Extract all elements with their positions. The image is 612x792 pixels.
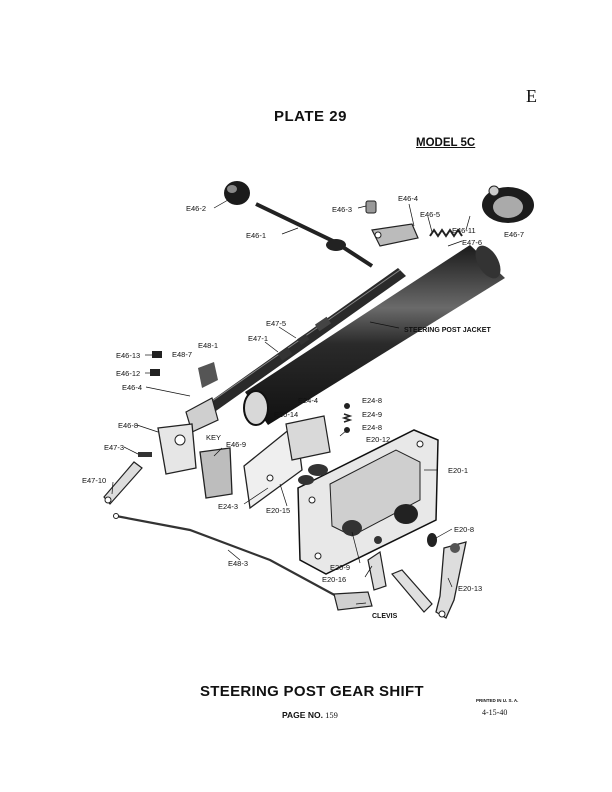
upper-cup-part <box>482 185 534 223</box>
steering-post-jacket-part <box>243 245 505 426</box>
callout-e20-14: E20-14 <box>274 410 298 419</box>
callout-e48-7: E48-7 <box>172 350 192 359</box>
shift-clamp-part <box>185 362 219 433</box>
page-title: STEERING POST GEAR SHIFT <box>200 683 424 700</box>
callout-e46-3: E46-3 <box>332 205 352 214</box>
page-number-label: PAGE NO. <box>282 710 323 720</box>
page-number: 159 <box>325 710 338 720</box>
callout-e46-8: E46-8 <box>118 421 138 430</box>
callout-e46-4-top: E46-4 <box>398 194 418 203</box>
shift-lever-rod-part <box>255 202 374 268</box>
clevis-link-part <box>391 569 433 613</box>
callout-e24-3: E24-3 <box>218 502 238 511</box>
shift-knob-part <box>224 181 250 205</box>
small-nuts-parts <box>150 351 162 376</box>
coupling-half-part <box>199 447 233 499</box>
callout-e24-9: E24-9 <box>362 410 382 419</box>
coupling-part <box>157 423 197 475</box>
callout-e20-9: E20-9 <box>330 563 350 572</box>
callout-steering-post-jacket: STEERING POST JACKET <box>404 327 491 334</box>
tube-bushing-parts <box>277 316 332 361</box>
callout-e47-1: E47-1 <box>248 334 268 343</box>
e20-16-arm-part <box>367 536 387 591</box>
housing-bushing-part <box>342 504 418 536</box>
callout-e20-15: E20-15 <box>266 506 290 515</box>
e47-3-pin-part <box>138 452 152 457</box>
callout-e46-13: E46-13 <box>116 351 140 360</box>
callout-e46-7: E46-7 <box>504 230 524 239</box>
callout-e24-4: E24-4 <box>298 396 318 405</box>
callout-e46-4-left: E46-4 <box>122 383 142 392</box>
callout-e24-8-top: E24-8 <box>362 396 382 405</box>
e46-3-pin-part <box>365 200 377 214</box>
callout-e24-8-bottom: E24-8 <box>362 423 382 432</box>
callout-e47-6: E47-6 <box>462 238 482 247</box>
page-number-line: PAGE NO. 159 <box>282 710 338 720</box>
callout-e46-12: E46-12 <box>116 369 140 378</box>
e20-8-washer-part <box>427 533 437 547</box>
callout-clevis: CLEVIS <box>372 613 398 620</box>
callout-e46-1: E46-1 <box>246 231 266 240</box>
clevis-part <box>333 591 373 611</box>
callout-e47-10: E47-10 <box>82 476 106 485</box>
rear-plate-part <box>243 422 303 510</box>
model-label: MODEL 5C <box>416 137 476 149</box>
callout-e20-8: E20-8 <box>454 525 474 534</box>
callout-e46-9: E46-9 <box>226 440 246 449</box>
control-rod-part <box>113 513 341 599</box>
callout-key: KEY <box>206 433 221 442</box>
e20-13-lever-part <box>435 541 467 619</box>
callout-e46-2: E46-2 <box>186 204 206 213</box>
upper-bracket-part <box>371 223 419 247</box>
callout-e48-3: E48-3 <box>228 559 248 568</box>
print-date: 4-15-40 <box>482 708 508 717</box>
leader-lines <box>111 199 471 605</box>
callout-e20-12: E20-12 <box>366 435 390 444</box>
section-letter: E <box>526 86 537 106</box>
shift-fork-part <box>285 415 331 485</box>
plate-title: PLATE 29 <box>274 108 347 125</box>
callout-e46-11: E46-11 <box>452 226 476 235</box>
callout-e20-1: E20-1 <box>448 466 468 475</box>
spring-part <box>429 228 463 238</box>
shifter-housing-part <box>297 429 439 575</box>
callout-e20-16: E20-16 <box>322 575 346 584</box>
callout-e20-13: E20-13 <box>458 584 482 593</box>
lever-link-e47-10-part <box>103 461 143 505</box>
callout-e48-1: E48-1 <box>198 341 218 350</box>
spring-stack-parts <box>341 403 353 433</box>
printed-in-usa-note: PRINTED IN U. S. A. <box>476 698 519 703</box>
callout-e47-5: E47-5 <box>266 319 286 328</box>
callout-e46-5: E46-5 <box>420 210 440 219</box>
callout-e47-3: E47-3 <box>104 443 124 452</box>
